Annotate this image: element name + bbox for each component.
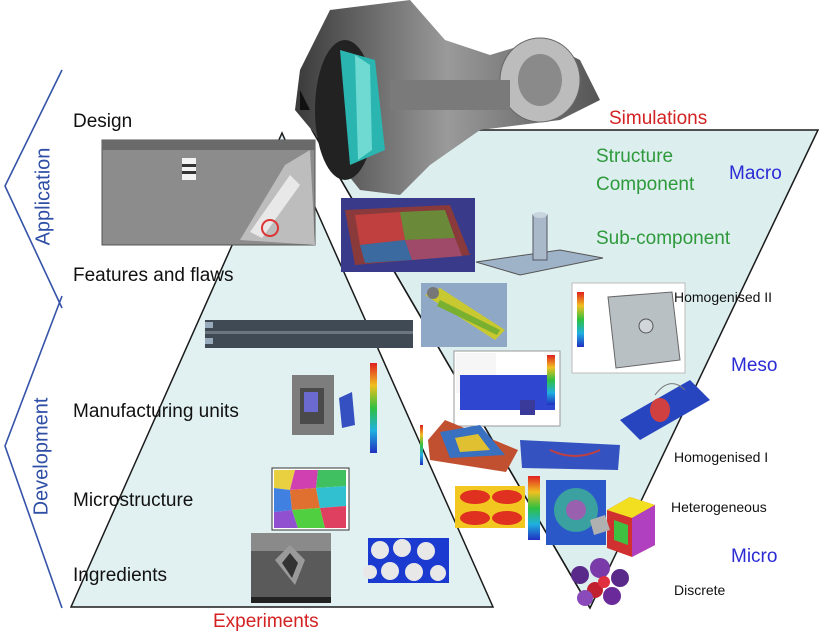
design-ct-image [101,139,316,246]
meso-simulation-image [453,350,561,427]
microstructure-grains-image [271,467,350,531]
simulations-title: Simulations [609,108,708,129]
bolt-model-image [421,283,507,347]
experiment-triangle [69,131,495,608]
level-ingredients: Ingredients [73,565,168,586]
fabric-model-image [341,198,475,272]
unit-cell-image [455,476,540,540]
level-design: Design [73,111,133,132]
scale-meso: Meso [731,355,778,376]
fracture-image [292,363,377,453]
stress-field-image [420,420,518,472]
fibre-bed-image [363,538,449,583]
level-structure: Structure [596,146,674,167]
level-discrete: Discrete [674,582,726,598]
tow-model-image [520,440,620,470]
level-heterogeneous: Heterogeneous [671,499,767,515]
development-label: Development [30,397,53,516]
level-features-and-flaws: Features and flaws [73,265,234,286]
scale-macro: Macro [729,163,782,184]
level-sub-component: Sub-component [596,228,731,249]
coupon-image [620,380,710,440]
heterogeneous-rve-image [546,480,606,545]
cube-model-image [607,497,655,557]
development-bracket [4,295,63,609]
sem-image [251,533,331,603]
fibre-rve-image [590,515,610,535]
level-component: Component [596,174,695,195]
level-homogenised-2: Homogenised II [674,289,773,305]
plate-model-image [571,282,686,374]
application-label: Application [32,147,55,246]
sub-component-model-image [475,212,604,276]
jet-engine-image [295,0,600,195]
discrete-atoms-image [571,558,629,606]
application-bracket [4,69,63,309]
experiments-title: Experiments [213,611,319,632]
level-manufacturing-units: Manufacturing units [73,401,239,422]
scale-micro: Micro [731,546,778,567]
level-microstructure: Microstructure [73,490,194,511]
level-homogenised-1: Homogenised I [674,449,769,465]
laminate-image [205,320,413,348]
